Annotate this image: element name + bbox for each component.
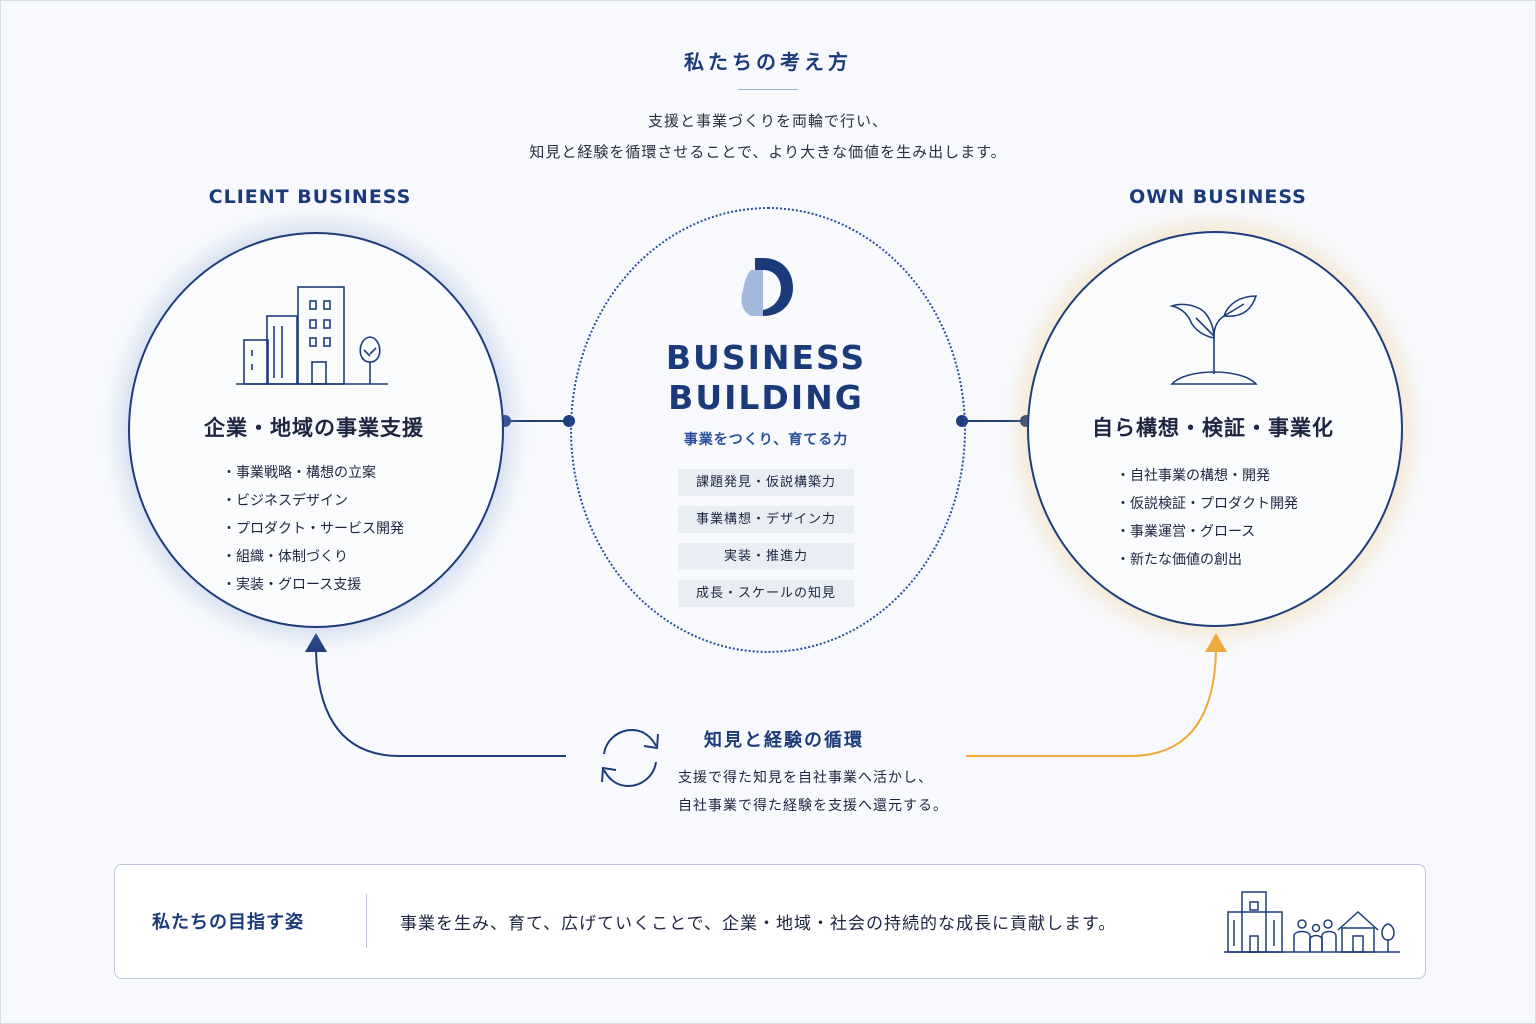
list-item: ・自社事業の構想・開発 — [1116, 468, 1270, 484]
list-item: ・新たな価値の創出 — [1116, 552, 1242, 568]
center-title-line-2: BUILDING — [668, 378, 864, 417]
logo-icon — [741, 258, 793, 316]
own-service-list: ・自社事業の構想・開発 ・仮説検証・プロダクト開発 ・事業運営・グロース ・新た… — [1116, 462, 1298, 574]
center-title-line-1: BUSINESS — [665, 338, 867, 377]
vision-divider — [366, 894, 367, 948]
return-arrow-own — [966, 633, 1227, 757]
business-building-circle — [570, 207, 966, 653]
title-divider — [738, 89, 798, 90]
own-business-circle — [1027, 231, 1403, 627]
list-item: ・仮説検証・プロダクト開発 — [1116, 496, 1298, 512]
client-service-list: ・事業戦略・構想の立案 ・ビジネスデザイン ・プロダクト・サービス開発 ・組織・… — [222, 459, 404, 599]
sprout-icon — [1169, 295, 1258, 385]
return-arrow-client — [305, 633, 566, 757]
list-item: ・事業戦略・構想の立案 — [222, 465, 376, 481]
client-heading: 企業・地域の事業支援 — [204, 416, 424, 440]
connector-left — [499, 415, 575, 427]
cycle-arrows-icon — [601, 728, 659, 788]
lead-line-1: 支援と事業づくりを両輪で行い、 — [647, 112, 888, 130]
vision-box — [114, 864, 1426, 979]
capability-chip: 実装・推進力 — [678, 543, 854, 570]
capability-chip: 事業構想・デザイン力 — [678, 506, 854, 533]
capability-chip: 成長・スケールの知見 — [678, 580, 854, 607]
own-business-label: OWN BUSINESS — [1129, 186, 1307, 208]
list-item: ・ビジネスデザイン — [222, 493, 348, 509]
cycle-title: 知見と経験の循環 — [704, 730, 864, 751]
community-icon — [1224, 891, 1400, 953]
list-item: ・組織・体制づくり — [222, 549, 348, 565]
connector-right — [956, 415, 1032, 427]
client-business-label: CLIENT BUSINESS — [208, 186, 412, 208]
buildings-icon — [236, 286, 388, 385]
client-business-circle — [128, 232, 504, 628]
list-item: ・プロダクト・サービス開発 — [222, 521, 404, 537]
list-item: ・実装・グロース支援 — [222, 577, 362, 593]
vision-text: 事業を生み、育て、広げていくことで、企業・地域・社会の持続的な成長に貢献します。 — [400, 914, 1117, 934]
center-subtitle: 事業をつくり、育てる力 — [683, 432, 849, 448]
vision-label: 私たちの目指す姿 — [152, 912, 304, 933]
page-title: 私たちの考え方 — [684, 50, 852, 74]
cycle-desc-line-2: 自社事業で得た経験を支援へ還元する。 — [678, 798, 948, 814]
cycle-desc-line-1: 支援で得た知見を自社事業へ活かし、 — [678, 770, 933, 786]
list-item: ・事業運営・グロース — [1116, 524, 1256, 540]
capability-chip: 課題発見・仮説構築力 — [678, 469, 854, 496]
own-heading: 自ら構想・検証・事業化 — [1092, 416, 1334, 440]
lead-line-2: 知見と経験を循環させることで、より大きな価値を生み出します。 — [529, 143, 1007, 161]
